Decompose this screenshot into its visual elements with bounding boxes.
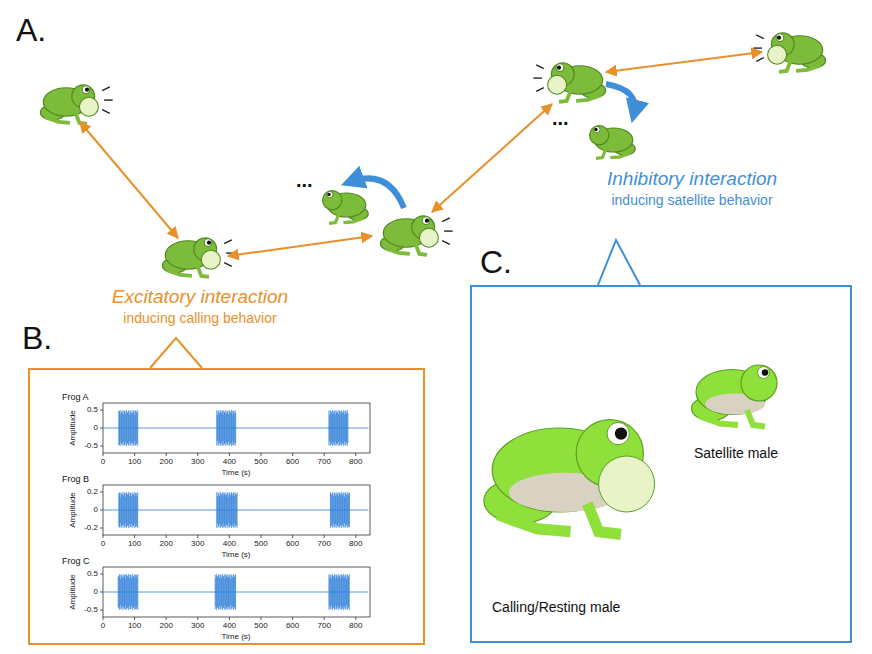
axis-tick: 200 (160, 540, 173, 548)
axis-tick: 0.5 (87, 406, 98, 414)
axis-tick: -0.2 (84, 524, 98, 532)
frog (590, 126, 636, 159)
axis-tick: 0.2 (87, 488, 98, 496)
frog (692, 365, 778, 427)
axis-tick: 0 (101, 622, 105, 630)
axis-tick: 300 (191, 540, 204, 548)
interaction-arrow (432, 104, 552, 212)
axis-tick: 0 (101, 540, 105, 548)
plot-title: Frog B (62, 474, 89, 484)
waveform-plot (100, 567, 370, 620)
frog (380, 216, 452, 255)
plot-title: Frog C (62, 556, 90, 566)
axis-tick: 0 (94, 506, 98, 514)
waveform-plot (100, 403, 370, 456)
frog (533, 63, 605, 102)
frog (40, 85, 112, 124)
axis-tick: 800 (349, 622, 362, 630)
call-recordings (100, 403, 370, 620)
interaction-subtitle: inducing calling behavior (123, 311, 276, 325)
axis-tick: 300 (191, 458, 204, 466)
axis-tick: 0 (94, 588, 98, 596)
axis-tick: 700 (318, 622, 331, 630)
axis-tick: -0.5 (84, 606, 98, 614)
inhibitory-arrow (606, 84, 635, 114)
axis-tick: 100 (128, 458, 141, 466)
interaction-arrow (228, 236, 372, 256)
frog (162, 238, 234, 277)
inhibitory-arrow (350, 178, 404, 208)
interaction-subtitle: inducing satellite behavior (611, 193, 772, 207)
panel-letter: A. (16, 14, 46, 46)
axis-tick: 200 (160, 458, 173, 466)
axis-tick: 600 (286, 458, 299, 466)
interaction-arrow (80, 122, 178, 238)
axis-title: Time (s) (221, 551, 250, 559)
interaction-arrow (606, 52, 762, 72)
axis-tick: 200 (160, 622, 173, 630)
panel-letter: B. (22, 322, 52, 354)
axis-tick: 300 (191, 622, 204, 630)
frog (323, 191, 369, 224)
axis-tick: -0.5 (84, 442, 98, 450)
interaction-title: Excitatory interaction (112, 287, 288, 306)
waveform-plot (100, 485, 370, 538)
interaction-arrows (80, 52, 762, 256)
axis-tick: 800 (349, 458, 362, 466)
axis-title: Time (s) (221, 633, 250, 641)
ellipsis: ... (296, 170, 313, 190)
axis-tick: 500 (254, 458, 267, 466)
axis-tick: 100 (128, 540, 141, 548)
male-types-panel: Calling/Resting male Satellite male (470, 285, 852, 643)
frog (484, 420, 655, 535)
interaction-title: Inhibitory interaction (607, 169, 777, 188)
axis-title: Amplitude (69, 574, 77, 610)
axis-tick: 400 (223, 622, 236, 630)
axis-tick: 500 (254, 622, 267, 630)
axis-tick: 700 (318, 540, 331, 548)
frog-caption: Calling/Resting male (492, 599, 620, 615)
axis-tick: 500 (254, 540, 267, 548)
axis-tick: 0 (94, 424, 98, 432)
axis-tick: 400 (223, 540, 236, 548)
axis-tick: 700 (318, 458, 331, 466)
axis-tick: 400 (223, 458, 236, 466)
plot-title: Frog A (62, 392, 89, 402)
axis-tick: 600 (286, 540, 299, 548)
frog-caption: Satellite male (694, 445, 778, 461)
frog (753, 33, 825, 72)
callout-pointer (598, 240, 640, 285)
axis-title: Time (s) (221, 469, 250, 477)
axis-title: Amplitude (69, 410, 77, 446)
panel-letter: C. (480, 246, 512, 278)
axis-tick: 800 (349, 540, 362, 548)
axis-tick: 0.5 (87, 570, 98, 578)
callout-pointer (150, 338, 202, 368)
axis-tick: 0 (101, 458, 105, 466)
ellipsis: ... (552, 108, 569, 128)
axis-tick: 600 (286, 622, 299, 630)
axis-tick: 100 (128, 622, 141, 630)
axis-title: Amplitude (69, 492, 77, 528)
